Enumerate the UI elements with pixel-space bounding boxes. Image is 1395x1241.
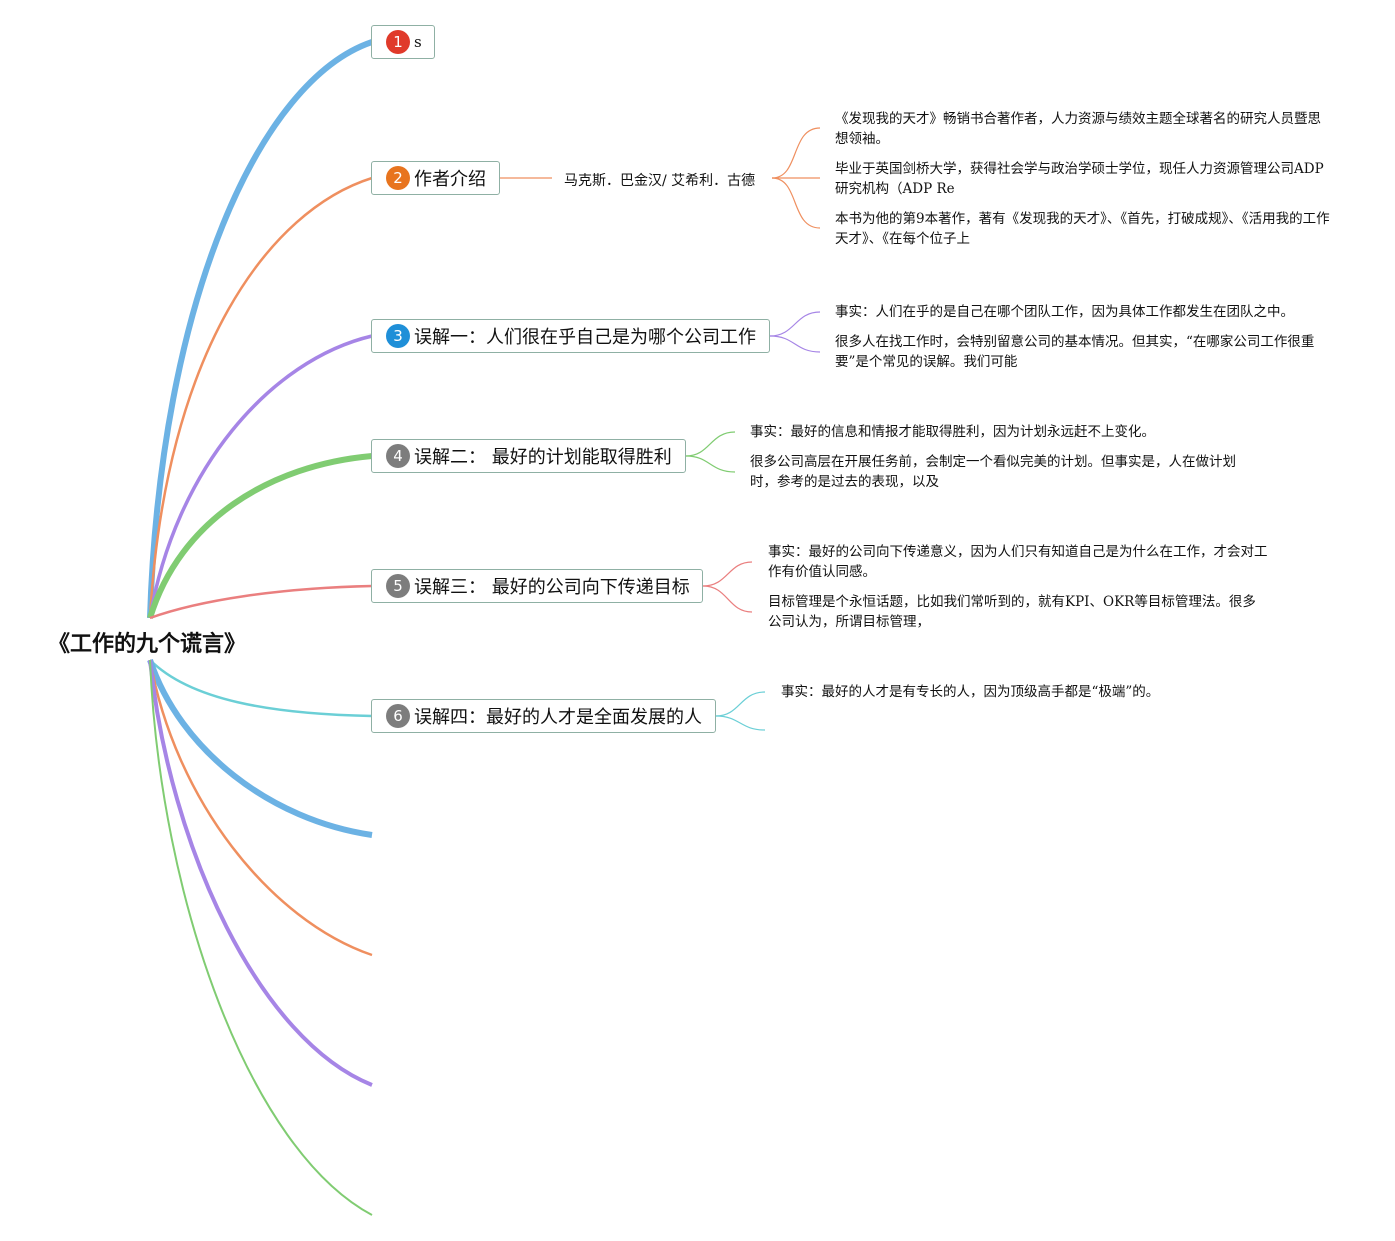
myth2-note-2[interactable]: 很多公司高层在开展任务前，会制定一个看似完美的计划。但事实是，人在做计划时，参考… [750,454,1236,490]
number-badge-4: 4 [386,444,410,468]
branch-line-5 [149,584,373,620]
number-badge-3: 3 [386,324,410,348]
branch-line-9 [148,659,373,1087]
number-badge-5: 5 [386,574,410,598]
topic-5-myth3[interactable]: 5 误解三： 最好的公司向下传递目标 [371,569,703,603]
myth3-note-2[interactable]: 目标管理是个永恒话题，比如我们常听到的，就有KPI、OKR等目标管理法。很多公司… [768,594,1256,630]
branch-line-1 [147,39,373,619]
myth3-note-connector-2 [702,585,753,613]
topic-1[interactable]: 1 s [371,25,435,59]
author-note-2[interactable]: 毕业于英国剑桥大学，获得社会学与政治学硕士学位，现任人力资源管理公司ADP 研究… [835,161,1324,197]
branch-line-3 [148,334,373,619]
author-name[interactable]: 马克斯．巴金汉/ 艾希利．古德 [564,173,756,189]
topic-4-label: 误解二： 最好的计划能取得胜利 [414,447,672,468]
myth1-note-2[interactable]: 很多人在找工作时，会特别留意公司的基本情况。但其实，“在哪家公司工作很重要”是个… [835,334,1315,370]
myth2-note-1[interactable]: 事实：最好的信息和情报才能取得胜利，因为计划永远赶不上变化。 [750,424,1155,440]
author-note-3[interactable]: 本书为他的第9本著作，著有《发现我的天才》、《首先，打破成规》、《活用我的工作天… [835,211,1330,247]
author-note-1[interactable]: 《发现我的天才》畅销书合著作者，人力资源与绩效主题全球著名的研究人员暨思想领袖。 [835,111,1321,147]
topic-6-label: 误解四：最好的人才是全面发展的人 [414,707,702,728]
branch-line-8 [148,659,373,957]
topic-5-label: 误解三： 最好的公司向下传递目标 [414,577,690,598]
branch-line-7 [147,659,373,838]
number-badge-6: 6 [386,704,410,728]
myth4-note-connector-1 [715,691,766,717]
topic-2-label: 作者介绍 [414,169,486,190]
myth4-note-1[interactable]: 事实：最好的人才是有专长的人，因为顶级高手都是“极端”的。 [781,684,1160,700]
topic-3-label: 误解一：人们很在乎自己是为哪个公司工作 [414,327,756,348]
number-badge-2: 2 [386,166,410,190]
topic-2-author[interactable]: 2 作者介绍 [371,161,500,195]
myth1-note-1[interactable]: 事实：人们在乎的是自己在哪个团队工作，因为具体工作都发生在团队之中。 [835,304,1294,320]
topic-1-label: s [414,33,422,51]
branch-line-6 [149,659,373,718]
myth3-note-1[interactable]: 事实：最好的公司向下传递意义，因为人们只有知道自己是为什么在工作，才会对工作有价… [768,544,1268,580]
root-topic[interactable]: 《工作的九个谎言》 [48,632,247,657]
topic-4-myth2[interactable]: 4 误解二： 最好的计划能取得胜利 [371,439,686,473]
myth3-note-connector-1 [702,561,753,587]
author-note-connector-3 [771,177,821,229]
author-note-connector-1 [771,127,821,179]
topic-3-myth1[interactable]: 3 误解一：人们很在乎自己是为哪个公司工作 [371,319,770,353]
branch-line-4 [147,453,373,619]
myth4-note-connector-2 [715,715,766,731]
myth2-note-connector-1 [685,431,736,457]
branch-line-10 [149,659,373,1216]
topic-6-myth4[interactable]: 6 误解四：最好的人才是全面发展的人 [371,699,716,733]
myth2-note-connector-2 [685,455,736,473]
myth1-note-connector-2 [769,335,821,353]
branch-line-2 [148,176,373,619]
myth1-note-connector-1 [769,311,821,337]
number-badge-1: 1 [386,30,410,54]
